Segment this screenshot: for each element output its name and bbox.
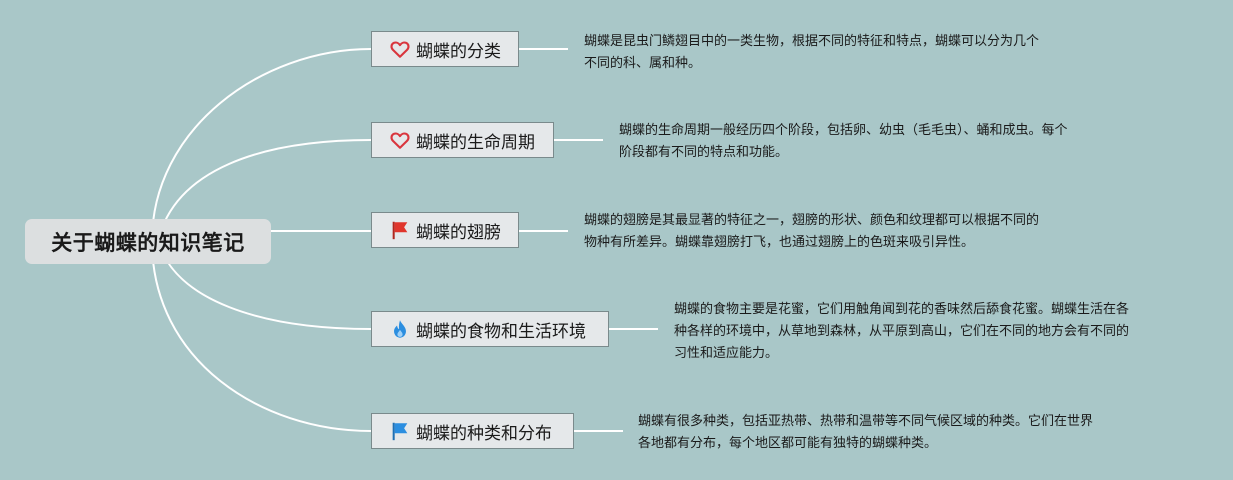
heart-outline-icon xyxy=(389,38,411,60)
branch-topic-life-cycle[interactable]: 蝴蝶的生命周期 xyxy=(371,122,554,158)
branch-topic-classification[interactable]: 蝴蝶的分类 xyxy=(371,31,519,67)
note-wings: 蝴蝶的翅膀是其最显著的特征之一，翅膀的形状、颜色和纹理都可以根据不同的 物种有所… xyxy=(584,210,1039,254)
note-line: 蝴蝶的食物主要是花蜜，它们用触角闻到花的香味然后舔食花蜜。蝴蝶生活在各 xyxy=(674,302,1130,317)
branch-topic-wings[interactable]: 蝴蝶的翅膀 xyxy=(371,212,519,248)
note-life-cycle: 蝴蝶的生命周期一般经历四个阶段，包括卵、幼虫（毛毛虫）、蛹和成虫。每个 阶段都有… xyxy=(619,120,1068,164)
note-line: 蝴蝶是昆虫门鳞翅目中的一类生物，根据不同的特征和特点，蝴蝶可以分为几个 xyxy=(584,34,1040,49)
branch-label: 蝴蝶的食物和生活环境 xyxy=(416,321,586,342)
note-line: 不同的科、属和种。 xyxy=(584,56,702,71)
branch-label: 蝴蝶的分类 xyxy=(416,41,501,62)
red-flag-icon xyxy=(389,219,411,241)
note-line: 习性和适应能力。 xyxy=(674,346,779,361)
branch-label: 蝴蝶的种类和分布 xyxy=(416,423,552,444)
connector-branch-1 xyxy=(151,48,372,242)
note-line: 种各样的环境中，从草地到森林，从平原到高山，它们在不同的地方会有不同的 xyxy=(674,324,1130,339)
note-line: 蝴蝶的翅膀是其最显著的特征之一，翅膀的形状、颜色和纹理都可以根据不同的 xyxy=(584,213,1040,228)
note-line: 物种有所差异。蝴蝶靠翅膀打飞，也通过翅膀上的色斑来吸引异性。 xyxy=(584,235,975,250)
note-food-habitat: 蝴蝶的食物主要是花蜜，它们用触角闻到花的香味然后舔食花蜜。蝴蝶生活在各 种各样的… xyxy=(674,299,1129,365)
note-line: 蝴蝶有很多种类，包括亚热带、热带和温带等不同气候区域的种类。它们在世界 xyxy=(638,414,1094,429)
heart-outline-icon xyxy=(389,129,411,151)
connector-branch-5 xyxy=(151,240,372,432)
blue-flag-icon xyxy=(389,420,411,442)
branch-label: 蝴蝶的翅膀 xyxy=(416,222,501,243)
branch-label: 蝴蝶的生命周期 xyxy=(416,132,535,153)
note-line: 各地都有分布，每个地区都可能有独特的蝴蝶种类。 xyxy=(638,436,938,451)
branch-topic-food-habitat[interactable]: 蝴蝶的食物和生活环境 xyxy=(371,311,609,347)
note-line: 阶段都有不同的特点和功能。 xyxy=(619,145,789,160)
root-topic[interactable]: 关于蝴蝶的知识笔记 xyxy=(25,219,271,264)
note-classification: 蝴蝶是昆虫门鳞翅目中的一类生物，根据不同的特征和特点，蝴蝶可以分为几个 不同的科… xyxy=(584,31,1039,75)
connector-branch-2 xyxy=(157,139,372,242)
note-line: 蝴蝶的生命周期一般经历四个阶段，包括卵、幼虫（毛毛虫）、蛹和成虫。每个 xyxy=(619,123,1068,138)
blue-flame-icon xyxy=(389,318,411,340)
branch-topic-species-distribution[interactable]: 蝴蝶的种类和分布 xyxy=(371,413,574,449)
note-species-distribution: 蝴蝶有很多种类，包括亚热带、热带和温带等不同气候区域的种类。它们在世界 各地都有… xyxy=(638,411,1093,455)
